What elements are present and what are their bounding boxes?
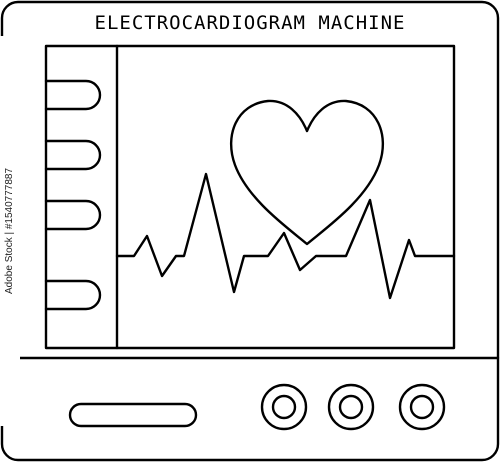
ecg-waveform bbox=[115, 172, 456, 300]
sidebar-tab[interactable] bbox=[44, 79, 102, 111]
heart-icon bbox=[230, 99, 384, 246]
sidebar-tab[interactable] bbox=[44, 199, 102, 231]
stock-watermark: Adobe Stock | #1540777887 bbox=[0, 36, 20, 426]
sidebar-tab[interactable] bbox=[44, 139, 102, 171]
control-knob-inner bbox=[338, 394, 364, 420]
display-slot bbox=[68, 402, 198, 428]
page-title: ELECTROCARDIOGRAM MACHINE bbox=[95, 12, 406, 34]
control-knob[interactable] bbox=[260, 383, 308, 431]
sidebar-tab[interactable] bbox=[44, 279, 102, 311]
control-knob[interactable] bbox=[398, 383, 446, 431]
control-knob[interactable] bbox=[327, 383, 375, 431]
control-knob-inner bbox=[409, 394, 435, 420]
control-knob-inner bbox=[271, 394, 297, 420]
screen-frame bbox=[44, 44, 456, 350]
